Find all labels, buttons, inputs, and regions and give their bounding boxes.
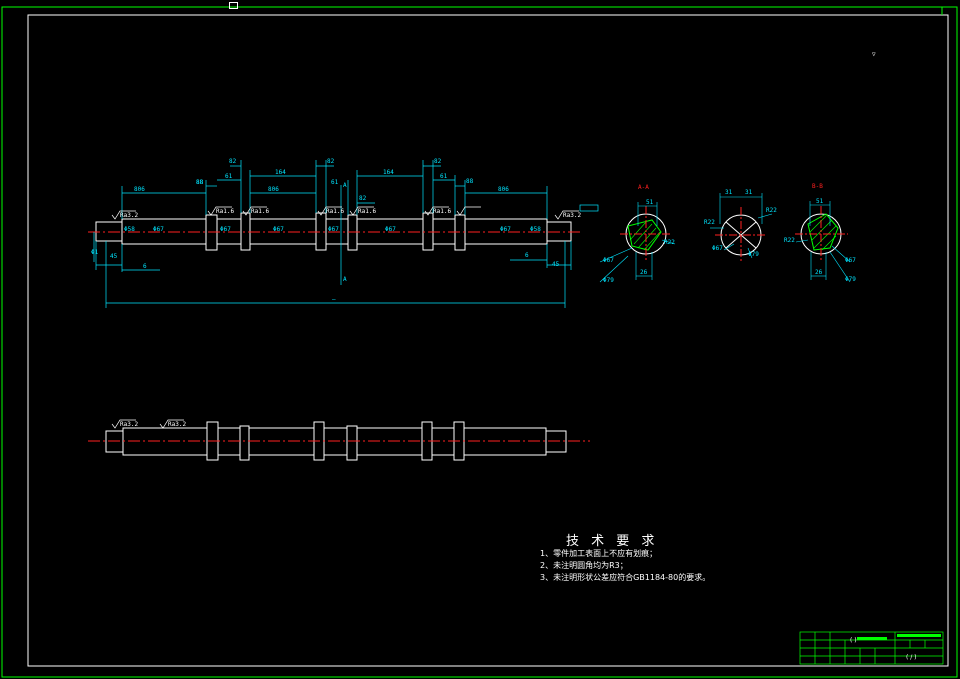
section-title: A-A <box>638 184 649 191</box>
dim-label: 82 <box>229 158 237 165</box>
dim-label: 51 <box>646 199 654 206</box>
roughness-label: Ra1.6 <box>358 208 377 215</box>
dim-label: R22 <box>704 219 715 226</box>
roughness-label: Ra1.6 <box>326 208 345 215</box>
section-aa <box>599 202 676 283</box>
dim-label: R22 <box>766 207 777 214</box>
diameter-label: Φ67 <box>328 226 339 233</box>
diameter-label: Φ67 <box>220 226 231 233</box>
section-mark: A <box>343 182 347 189</box>
dim-label: 51 <box>816 198 824 205</box>
diameter-label: Φ67 <box>273 226 284 233</box>
diameter-label: Φ58 <box>530 226 541 233</box>
diameter-label: Φ58 <box>124 226 135 233</box>
dim-label: 164 <box>383 169 394 176</box>
dim-label: 164 <box>275 169 286 176</box>
dim-label: Φ67 <box>845 257 856 264</box>
dim-label: 61 <box>225 173 233 180</box>
dim-label: Φ67 <box>712 245 723 252</box>
dim-label: 61 <box>331 179 339 186</box>
tech-requirements-title: 技 术 要 求 <box>566 534 659 549</box>
roughness-symbols-front <box>111 206 579 220</box>
dim-label: Φ67 <box>603 257 614 264</box>
dim-label: 88 <box>196 179 204 186</box>
dim-label: Φ79 <box>748 251 759 258</box>
dim-label: 45 <box>552 261 560 268</box>
roughness-label: Ra1.6 <box>433 208 452 215</box>
roughness-label: Ra3.2 <box>120 212 139 219</box>
roughness-label: Ra3.2 <box>120 421 139 428</box>
section-bb <box>795 201 851 283</box>
overall-length: ― <box>332 296 336 303</box>
dim-label: 26 <box>640 269 648 276</box>
dim-label: 88 <box>196 179 204 186</box>
title-block-top-fill <box>897 634 941 637</box>
dim-label: 806 <box>498 186 509 193</box>
dim-label: 88 <box>466 178 474 185</box>
tech-requirement-item: 1、零件加工表面上不应有划痕； <box>540 549 658 558</box>
front-end-box <box>579 204 599 212</box>
dim-label: R22 <box>784 237 795 244</box>
tech-requirement-item: 2、未注明圆角均为R3； <box>540 561 628 570</box>
title-block-scale: ( / ) <box>906 654 917 661</box>
dim-label: 82 <box>434 158 442 165</box>
outer-frame <box>1 6 958 678</box>
title-block-name: ( ) <box>850 637 857 644</box>
dim-label: 26 <box>815 269 823 276</box>
roughness-label: Ra1.6 <box>251 208 270 215</box>
dim-label: 6 <box>525 252 529 259</box>
dim-label: 82 <box>359 195 367 202</box>
dim-label: 45 <box>110 253 118 260</box>
top-right-mark: ▽ <box>872 51 876 58</box>
front-dimensions <box>93 160 572 308</box>
tech-requirement-item: 3、未注明形状公差应符合GB1184-80的要求。 <box>540 573 711 582</box>
dim-label: 6 <box>143 263 147 270</box>
dim-label: Φ1 <box>91 249 99 256</box>
dim-label: 61 <box>440 173 448 180</box>
title-tab-marker <box>229 2 238 9</box>
section-title: B-B <box>812 183 823 190</box>
roughness-label: Ra3.2 <box>563 212 582 219</box>
dim-label: R22 <box>664 239 675 246</box>
dim-label: Φ79 <box>845 276 856 283</box>
roughness-label: Ra1.6 <box>216 208 235 215</box>
dim-label: 31 <box>725 189 733 196</box>
roughness-label: Ra3.2 <box>168 421 187 428</box>
dim-label: 31 <box>745 189 753 196</box>
diameter-label: Φ67 <box>153 226 164 233</box>
section-mark: A <box>343 276 347 283</box>
dim-label: 806 <box>134 186 145 193</box>
section-middle <box>710 193 773 262</box>
dim-label: 82 <box>327 158 335 165</box>
title-block-name-fill <box>857 637 887 640</box>
dim-label: Φ79 <box>603 277 614 284</box>
diameter-label: Φ67 <box>385 226 396 233</box>
diameter-label: Φ67 <box>500 226 511 233</box>
dim-label: 806 <box>268 186 279 193</box>
roughness-symbols-bottom <box>111 419 184 429</box>
inner-frame <box>27 14 949 667</box>
